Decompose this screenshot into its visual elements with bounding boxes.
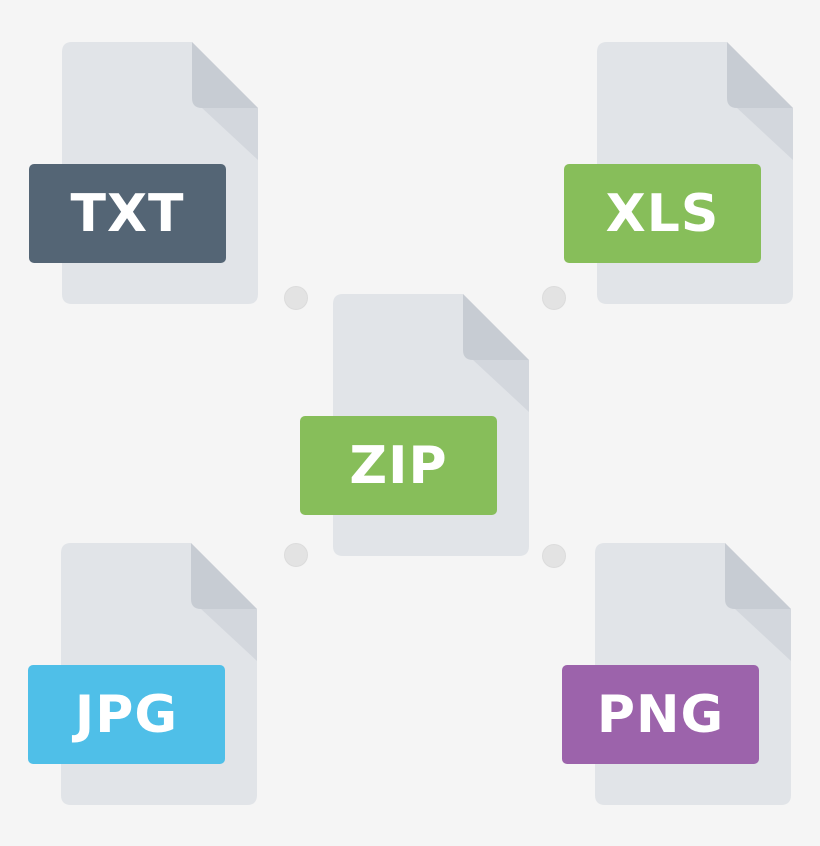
connector-dot-bottom-right (542, 544, 566, 568)
zip-label: ZIP (300, 416, 497, 515)
txt-file: TXT (29, 42, 262, 304)
xls-label: XLS (564, 164, 761, 263)
png-label: PNG (562, 665, 759, 764)
png-file: PNG (562, 543, 795, 805)
jpg-file: JPG (28, 543, 261, 805)
connector-dot-bottom-left (284, 543, 308, 567)
txt-label: TXT (29, 164, 226, 263)
zip-file: ZIP (300, 294, 533, 556)
jpg-label: JPG (28, 665, 225, 764)
connector-dot-top-right (542, 286, 566, 310)
xls-file: XLS (564, 42, 797, 304)
connector-dot-top-left (284, 286, 308, 310)
